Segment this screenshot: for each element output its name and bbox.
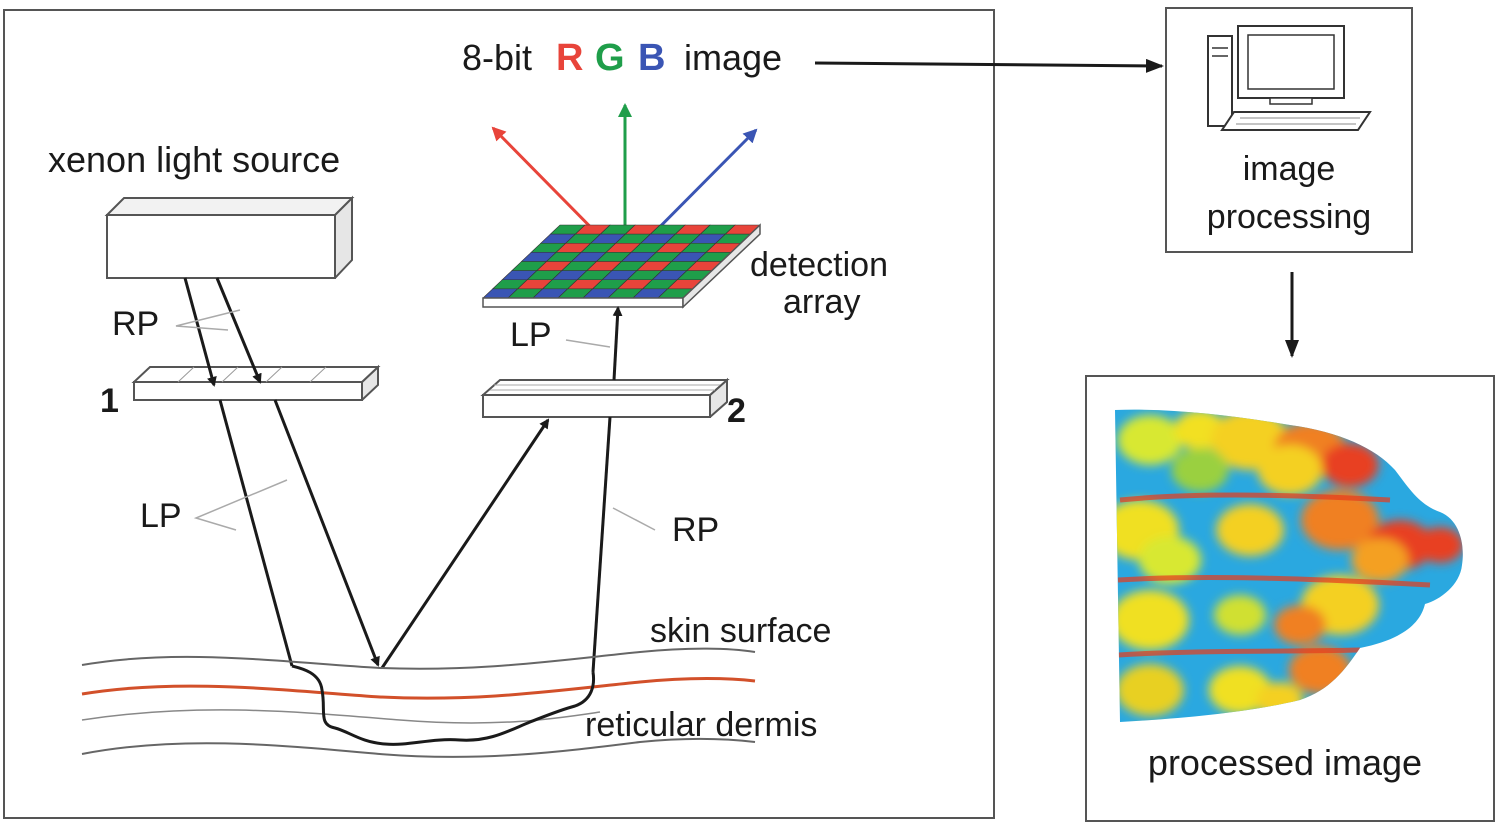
xenon-light-source-box (104, 195, 355, 279)
specular-reflection-beam (380, 418, 550, 669)
image-processing-label-line2: processing (1207, 198, 1371, 236)
title-letter-r: R (556, 37, 583, 79)
title-prefix: 8-bit (462, 37, 532, 78)
title-letter-g: G (595, 37, 625, 79)
arrow-to-processing (814, 58, 1164, 73)
heatmap-blob (1214, 595, 1266, 635)
rp-right-leader (612, 507, 656, 531)
heatmap-image (1115, 409, 1463, 722)
heatmap-blob (1274, 605, 1326, 645)
rp-right-label: RP (672, 511, 719, 549)
heatmap-blob (1257, 445, 1323, 495)
diffuse-return-beam (591, 416, 612, 673)
skin-middle-line (81, 709, 601, 724)
beam-to-detector (612, 306, 623, 381)
heatmap-blob (1115, 590, 1189, 650)
detector-base-front (482, 297, 684, 308)
heatmap-blob (1216, 504, 1284, 556)
lp-beam-down-2 (273, 399, 380, 667)
lp-beam-down-1 (218, 399, 294, 667)
heatmap-blob (1171, 448, 1229, 492)
processed-image-label: processed image (1148, 742, 1422, 783)
skin-surface-label: skin surface (650, 612, 831, 650)
detector-base-side (682, 223, 761, 309)
reticular-dermis-label: reticular dermis (585, 706, 817, 744)
heatmap-blob (1416, 527, 1463, 563)
detection-label-line2: array (783, 283, 860, 321)
heatmap-blob (1321, 443, 1379, 487)
computer-icon (1207, 25, 1372, 131)
polarizer-2 (480, 377, 730, 418)
image-processing-label-line1: image (1243, 150, 1336, 188)
lp-left-leader (193, 479, 288, 531)
scattering-path (291, 664, 595, 746)
incident-beam-1 (183, 277, 217, 387)
title-letter-b: B (638, 37, 665, 79)
polarizer-1-label: 1 (100, 382, 119, 420)
detection-array-grid (482, 223, 761, 309)
heatmap-blob (1116, 664, 1184, 716)
lp-left-label: LP (140, 497, 182, 535)
skin-lower-line (81, 737, 756, 758)
heatmap-blob (1138, 536, 1202, 584)
detection-label-line1: detection (750, 246, 888, 284)
heatmap-blob (1208, 666, 1272, 714)
rp-top-leader (175, 309, 241, 331)
polarizer-2-label: 2 (727, 392, 746, 430)
incident-beam-2 (215, 277, 262, 384)
lp-right-label: LP (510, 316, 552, 354)
title-suffix: image (684, 37, 782, 78)
lp-right-leader (565, 339, 611, 348)
heatmap-blob (1301, 490, 1379, 550)
rp-top-label: RP (112, 305, 159, 343)
reticular-dermis-line (81, 677, 756, 700)
heatmap-blob (1351, 538, 1409, 582)
heatmap-blob (1117, 415, 1183, 465)
light-source-label: xenon light source (48, 139, 340, 180)
skin-surface-upper-line (81, 647, 756, 670)
